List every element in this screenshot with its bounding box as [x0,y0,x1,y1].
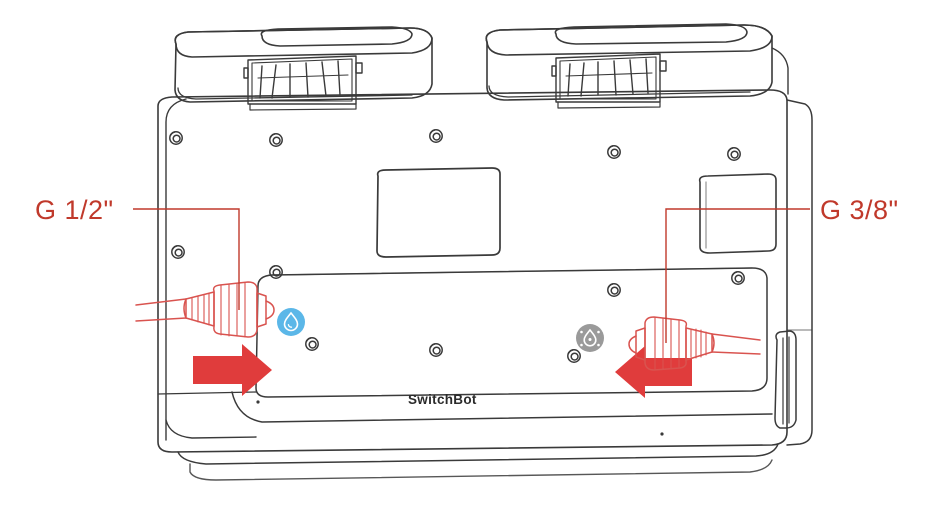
brand-wordmark: SwitchBot [408,392,477,407]
waste-water-badge [576,324,604,352]
station-body [157,89,813,453]
water-tank-left [174,26,433,103]
callout-label-left: G 1/2" [35,195,114,225]
water-tank-right [485,23,789,101]
outlet-arrow [615,346,692,398]
side-vent [774,330,797,429]
leader-line-left [133,208,240,310]
outlet-hose-connector [628,316,761,371]
inlet-arrow [193,344,272,396]
tank-handle-left [243,55,363,111]
inlet-hose-connector [135,281,275,338]
clean-water-badge [277,308,305,336]
callout-label-right: G 3/8" [820,195,899,225]
base-skirt [157,391,779,481]
rear-inner-panel [255,267,768,398]
leader-line-right [665,208,810,343]
tank-handle-right [551,53,667,109]
side-pocket [698,173,777,254]
spec-label-plate [376,167,501,258]
screw-group [169,129,746,364]
